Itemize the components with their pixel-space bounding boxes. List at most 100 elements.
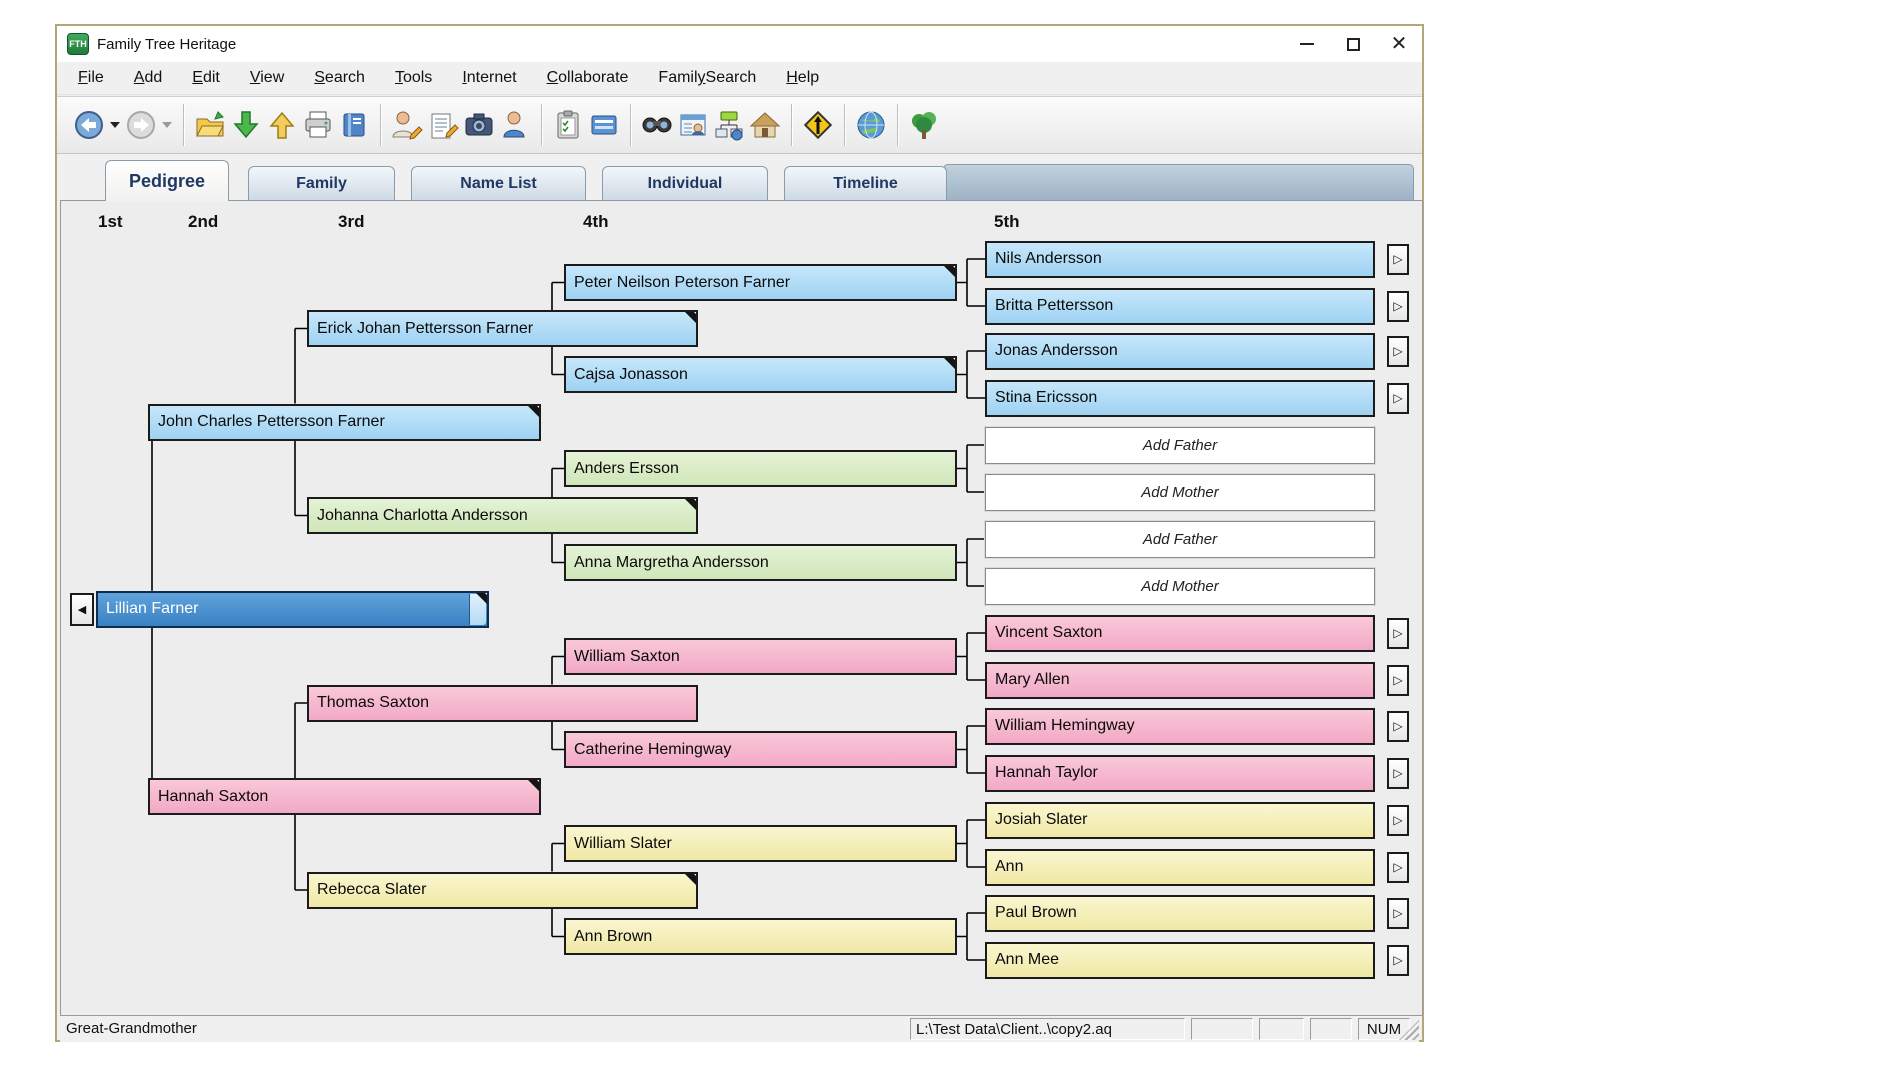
expand-ancestors-button[interactable]: ▷	[1387, 757, 1409, 789]
menu-item-file[interactable]: File	[78, 69, 104, 86]
expand-ancestors-button[interactable]: ▷	[1387, 664, 1409, 696]
person-box[interactable]: John Charles Pettersson Farner	[148, 403, 541, 441]
back-icon[interactable]	[71, 105, 107, 145]
minimize-icon	[1300, 43, 1314, 45]
add-parent-slot[interactable]: Add Father	[984, 519, 1376, 559]
person-box[interactable]: Erick Johan Pettersson Farner	[307, 310, 698, 347]
person-name: Add Father	[1142, 530, 1218, 548]
person-name: William Saxton	[574, 647, 680, 665]
navigate-descendant-button[interactable]: ◀	[70, 592, 94, 626]
person-name: Anders Ersson	[574, 459, 679, 477]
person-box[interactable]: Catherine Hemingway	[564, 731, 957, 768]
person-box[interactable]: Stina Ericsson	[985, 379, 1375, 417]
person-box[interactable]: Anna Margretha Andersson	[564, 544, 957, 581]
person-box[interactable]: Johanna Charlotta Andersson	[307, 497, 698, 534]
minimize-button[interactable]	[1284, 26, 1330, 62]
person-box[interactable]: Anders Ersson	[564, 450, 957, 487]
person-name: Thomas Saxton	[317, 694, 430, 711]
tab-name-list[interactable]: Name List	[411, 166, 586, 201]
add-person-icon[interactable]	[497, 105, 533, 145]
person-name: Hannah Taylor	[995, 764, 1098, 781]
book-icon[interactable]	[336, 105, 372, 145]
person-box[interactable]: Mary Allen	[985, 661, 1375, 699]
selected-box-tab	[469, 593, 486, 625]
person-box[interactable]: William Saxton	[564, 638, 957, 675]
person-box[interactable]: Hannah Saxton	[148, 778, 541, 815]
expand-ancestors-button[interactable]: ▷	[1387, 290, 1409, 322]
person-box[interactable]: William Hemingway	[985, 707, 1375, 745]
import-icon[interactable]	[228, 105, 264, 145]
tab-individual[interactable]: Individual	[602, 166, 768, 201]
address-book-icon[interactable]	[586, 105, 622, 145]
person-box[interactable]: Peter Neilson Peterson Farner	[564, 264, 957, 301]
person-box[interactable]: Ann Mee	[985, 941, 1375, 979]
menu-item-edit[interactable]: Edit	[192, 69, 220, 86]
reports-icon[interactable]	[675, 105, 711, 145]
expand-ancestors-button[interactable]: ▷	[1387, 617, 1409, 649]
person-box[interactable]: Thomas Saxton	[307, 684, 698, 722]
menu-item-familysearch[interactable]: FamilySearch	[658, 69, 757, 86]
expand-ancestors-button[interactable]: ▷	[1387, 804, 1409, 836]
arrow-right-icon: ▷	[1393, 719, 1403, 733]
back-caret-icon[interactable]	[107, 105, 123, 145]
tab-pedigree[interactable]: Pedigree	[105, 160, 229, 201]
menu-item-search[interactable]: Search	[314, 69, 365, 86]
expand-ancestors-button[interactable]: ▷	[1387, 335, 1409, 367]
tab-timeline[interactable]: Timeline	[784, 166, 947, 201]
tab-family[interactable]: Family	[248, 166, 395, 201]
person-box[interactable]: Ann	[985, 848, 1375, 886]
export-icon[interactable]	[264, 105, 300, 145]
person-box[interactable]: Ann Brown	[564, 918, 957, 955]
merge-icon[interactable]	[800, 105, 836, 145]
person-box[interactable]: Rebecca Slater	[307, 871, 698, 909]
person-name: Josiah Slater	[995, 811, 1088, 828]
person-box[interactable]: Cajsa Jonasson	[564, 356, 957, 393]
person-name: William Slater	[574, 834, 672, 852]
open-file-icon[interactable]	[192, 105, 228, 145]
person-box[interactable]: Lillian Farner	[96, 590, 489, 628]
home-icon[interactable]	[747, 105, 783, 145]
title-bar: FTH Family Tree Heritage ✕	[57, 26, 1422, 62]
toolbar-separator	[630, 104, 631, 146]
search-icon[interactable]	[639, 105, 675, 145]
person-box[interactable]: Paul Brown	[985, 894, 1375, 932]
expand-ancestors-button[interactable]: ▷	[1387, 243, 1409, 275]
menu-item-help[interactable]: Help	[786, 69, 820, 86]
web-icon[interactable]	[853, 105, 889, 145]
add-parent-slot[interactable]: Add Father	[984, 425, 1376, 465]
expand-ancestors-button[interactable]: ▷	[1387, 851, 1409, 883]
chart-icon[interactable]	[711, 105, 747, 145]
arrow-right-icon: ▷	[1393, 391, 1403, 405]
person-box[interactable]: Britta Pettersson	[985, 287, 1375, 325]
menu-item-collaborate[interactable]: Collaborate	[546, 69, 629, 86]
print-icon[interactable]	[300, 105, 336, 145]
arrow-right-icon: ▷	[1393, 252, 1403, 266]
expand-ancestors-button[interactable]: ▷	[1387, 382, 1409, 414]
menu-item-view[interactable]: View	[249, 69, 285, 86]
tasks-icon[interactable]	[550, 105, 586, 145]
person-box[interactable]: Vincent Saxton	[985, 614, 1375, 652]
add-parent-slot[interactable]: Add Mother	[984, 566, 1376, 606]
tree-icon[interactable]	[906, 105, 942, 145]
expand-ancestors-button[interactable]: ▷	[1387, 944, 1409, 976]
person-box[interactable]: Hannah Taylor	[985, 754, 1375, 792]
person-box[interactable]: William Slater	[564, 825, 957, 862]
menu-item-tools[interactable]: Tools	[394, 69, 433, 86]
person-name: Peter Neilson Peterson Farner	[574, 273, 791, 291]
person-box[interactable]: Nils Andersson	[985, 240, 1375, 278]
edit-person-icon[interactable]	[389, 105, 425, 145]
media-icon[interactable]	[461, 105, 497, 145]
person-name: Ann Brown	[574, 927, 653, 945]
menu-item-internet[interactable]: Internet	[462, 69, 517, 86]
notes-icon[interactable]	[425, 105, 461, 145]
person-box[interactable]: Jonas Andersson	[985, 332, 1375, 370]
menu-item-add[interactable]: Add	[133, 69, 163, 86]
add-parent-slot[interactable]: Add Mother	[984, 472, 1376, 512]
person-box[interactable]: Josiah Slater	[985, 801, 1375, 839]
person-name: Johanna Charlotta Andersson	[317, 506, 528, 524]
person-name: Catherine Hemingway	[574, 740, 732, 758]
maximize-button[interactable]	[1330, 26, 1376, 62]
close-button[interactable]: ✕	[1376, 26, 1422, 62]
expand-ancestors-button[interactable]: ▷	[1387, 710, 1409, 742]
expand-ancestors-button[interactable]: ▷	[1387, 897, 1409, 929]
